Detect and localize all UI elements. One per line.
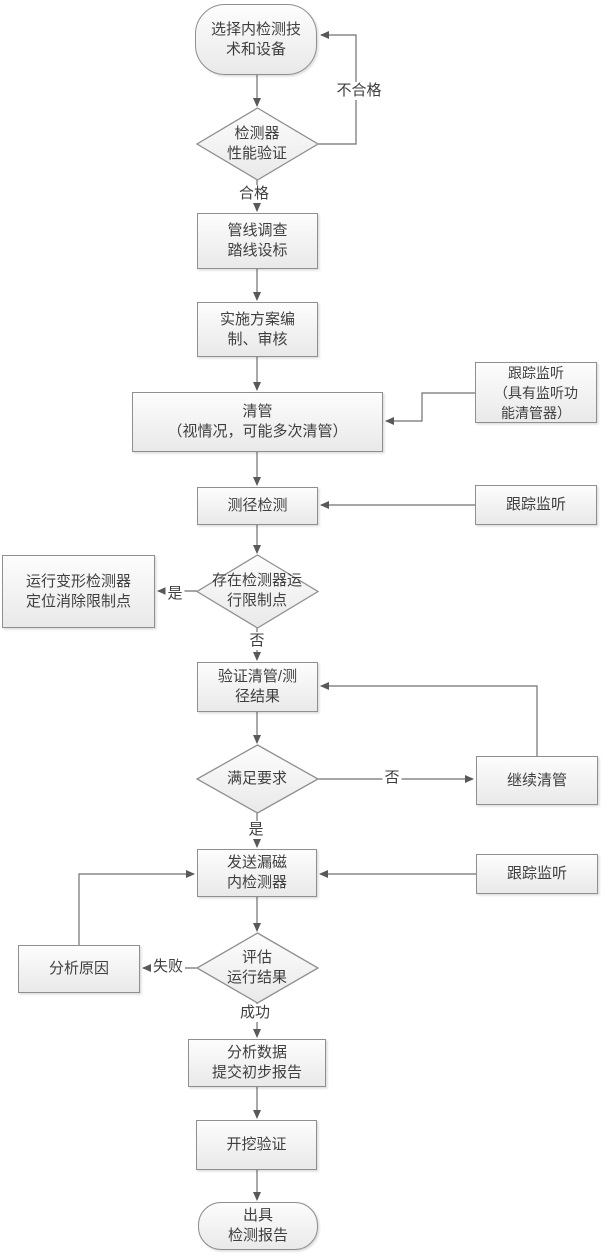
node-analyze-data: 分析数据 提交初步报告 <box>188 1039 326 1087</box>
decision-evaluate-run <box>195 932 320 1004</box>
node-analyze-cause: 分析原因 <box>18 945 140 993</box>
node-excavation-verify: 开挖验证 <box>196 1120 317 1170</box>
node-plan-compile: 实施方案编 制、审核 <box>197 302 318 357</box>
node-caliper-inspection: 测径检测 <box>197 487 318 525</box>
label-restriction-point: 存在检测器运 行限制点 <box>211 572 303 609</box>
decision-meet-requirement <box>195 744 320 814</box>
edge-label-yes-restriction: 是 <box>165 585 185 603</box>
edge-label-success: 成功 <box>237 1004 273 1022</box>
node-pipeline-survey: 管线调查 踏线设标 <box>197 213 318 269</box>
edge-label-qualified: 合格 <box>236 185 272 203</box>
edge-label-unqualified: 不合格 <box>334 82 384 100</box>
edge-continue-loop <box>320 682 538 756</box>
edge-label-no-restriction: 否 <box>247 632 267 650</box>
node-send-mfl-detector: 发送漏磁 内检测器 <box>197 849 317 897</box>
node-final-report: 出具 检测报告 <box>198 1202 318 1250</box>
node-continue-pigging: 继续清管 <box>476 756 598 805</box>
edge-label-yes-requirement: 是 <box>246 821 266 839</box>
label-evaluate-run: 评估 运行结果 <box>226 949 288 986</box>
decision-restriction-point <box>195 554 320 629</box>
node-track-listen-mfl: 跟踪监听 <box>476 854 598 894</box>
node-track-listen-caliper: 跟踪监听 <box>475 485 597 525</box>
edge-label-no-requirement: 否 <box>382 769 402 787</box>
node-track-listen-pigging: 跟踪监听 （具有监听功 能清管器） <box>475 362 597 423</box>
edge-track1-to-pigging <box>385 392 475 425</box>
node-pigging: 清管 （视情况，可能多次清管） <box>132 392 383 452</box>
label-detector-verification: 检测器 性能验证 <box>226 125 288 162</box>
edge-label-fail: 失败 <box>150 958 186 976</box>
label-meet-requirement: 满足要求 <box>226 770 288 787</box>
node-deformation-detector: 运行变形检测器 定位消除限制点 <box>2 555 155 628</box>
decision-detector-verification <box>195 107 320 181</box>
edge-analyzecause-loop <box>78 870 195 945</box>
node-verify-pigging-result: 验证清管/测 径结果 <box>197 662 318 712</box>
node-start: 选择内检测技 术和设备 <box>195 4 317 75</box>
